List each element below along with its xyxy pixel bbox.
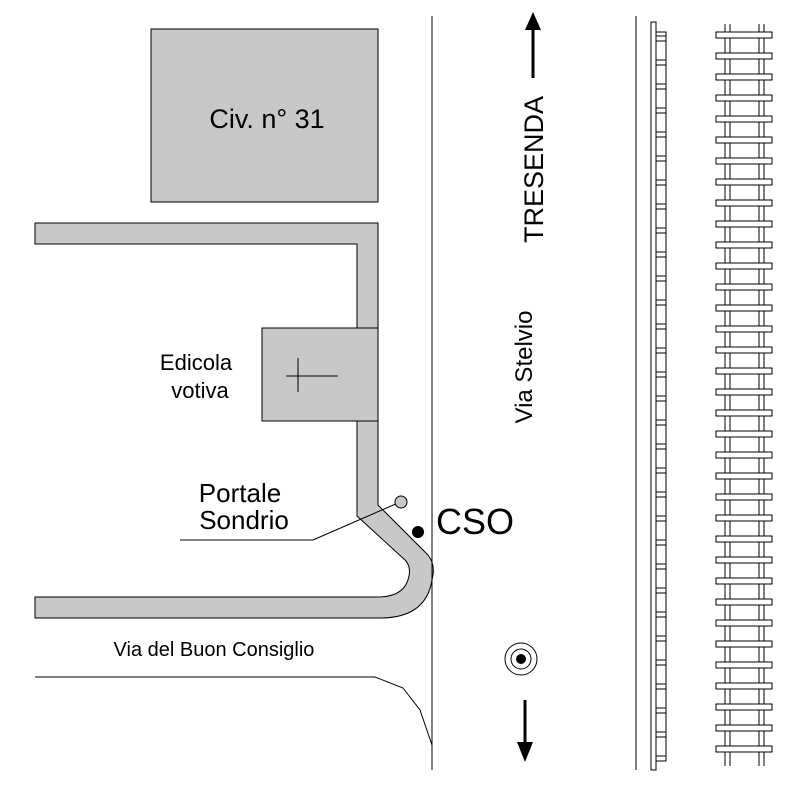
railway-track xyxy=(715,24,773,766)
railway-sleeper xyxy=(715,304,773,312)
wall-lower xyxy=(34,420,434,619)
platform-tick xyxy=(655,755,667,762)
direction-label: TRESENDA xyxy=(519,96,549,243)
building-label: Civ. n° 31 xyxy=(209,104,324,134)
railway-sleeper xyxy=(715,493,773,501)
platform-tick xyxy=(655,587,667,594)
platform-tick xyxy=(655,275,667,282)
railway-sleeper xyxy=(715,661,773,669)
railway-sleeper xyxy=(715,745,773,753)
platform-tick xyxy=(655,251,667,258)
platform-tick xyxy=(655,467,667,474)
railway-sleeper xyxy=(715,619,773,627)
railway-sleeper xyxy=(715,325,773,333)
main-street-label: Via Stelvio xyxy=(511,311,538,424)
railway-sleeper xyxy=(715,409,773,417)
railway-sleeper xyxy=(715,640,773,648)
platform-tick xyxy=(655,419,667,426)
platform-tick xyxy=(655,155,667,162)
portal-label-1: Portale xyxy=(199,478,281,508)
railway-sleeper xyxy=(715,73,773,81)
portal-leader-diag xyxy=(312,502,399,541)
shrine-label-2: votiva xyxy=(171,378,229,403)
building-block xyxy=(150,28,379,203)
benchmark-label: CSO xyxy=(436,501,514,542)
railway-sleeper xyxy=(715,682,773,690)
platform-tick xyxy=(655,443,667,450)
platform-tick xyxy=(655,347,667,354)
railway-sleeper xyxy=(715,556,773,564)
platform-tick xyxy=(655,395,667,402)
railway-sleeper xyxy=(715,451,773,459)
platform-tick xyxy=(655,35,667,42)
platform-tick xyxy=(655,107,667,114)
railway-sleeper xyxy=(715,724,773,732)
railway-sleeper xyxy=(715,178,773,186)
railway-sleeper xyxy=(715,199,773,207)
platform-tick xyxy=(655,59,667,66)
wall-upper xyxy=(34,222,379,329)
railway-sleeper xyxy=(715,472,773,480)
platform-tick xyxy=(655,515,667,522)
cross-icon xyxy=(286,358,338,392)
platform-tick xyxy=(655,179,667,186)
hollow-dot-icon xyxy=(394,495,408,509)
platform-tick xyxy=(655,227,667,234)
railway-sleeper xyxy=(715,94,773,102)
platform-tick xyxy=(655,299,667,306)
railway-sleeper xyxy=(715,346,773,354)
platform-tick xyxy=(655,323,667,330)
railway-sleeper xyxy=(715,430,773,438)
platform-tick xyxy=(655,563,667,570)
platform-tick xyxy=(655,539,667,546)
railway-sleeper xyxy=(715,535,773,543)
railway-sleeper xyxy=(715,262,773,270)
side-street-edge xyxy=(35,676,433,746)
railway-sleeper xyxy=(715,283,773,291)
platform-tick xyxy=(655,203,667,210)
shrine-box xyxy=(261,327,379,422)
railway-sleeper xyxy=(715,388,773,396)
railway-sleeper xyxy=(715,598,773,606)
arrow-down-icon xyxy=(517,700,533,762)
railway-sleeper xyxy=(715,52,773,60)
railway-sleeper xyxy=(715,136,773,144)
platform-tick xyxy=(655,683,667,690)
platform-tick xyxy=(655,659,667,666)
target-icon xyxy=(504,642,538,676)
platform-tick xyxy=(655,611,667,618)
side-street-label: Via del Buon Consiglio xyxy=(114,639,315,661)
railway-sleeper xyxy=(715,220,773,228)
platform-tick xyxy=(655,83,667,90)
railway-sleeper xyxy=(715,115,773,123)
platform-tick xyxy=(655,491,667,498)
shrine-label-1: Edicola xyxy=(160,350,233,375)
platform-tick xyxy=(655,731,667,738)
railway-sleeper xyxy=(715,31,773,39)
railway-sleeper xyxy=(715,514,773,522)
platform-tick xyxy=(655,131,667,138)
railway-sleeper xyxy=(715,367,773,375)
platform-strip xyxy=(650,21,667,771)
arrow-up-icon xyxy=(525,12,541,78)
railway-sleeper xyxy=(715,157,773,165)
platform-tick xyxy=(655,635,667,642)
railway-sleeper xyxy=(715,241,773,249)
portal-label-2: Sondrio xyxy=(199,505,289,535)
platform-tick xyxy=(655,371,667,378)
filled-dot-icon xyxy=(412,526,424,538)
platform-tick xyxy=(655,707,667,714)
railway-sleeper xyxy=(715,703,773,711)
railway-sleeper xyxy=(715,577,773,585)
